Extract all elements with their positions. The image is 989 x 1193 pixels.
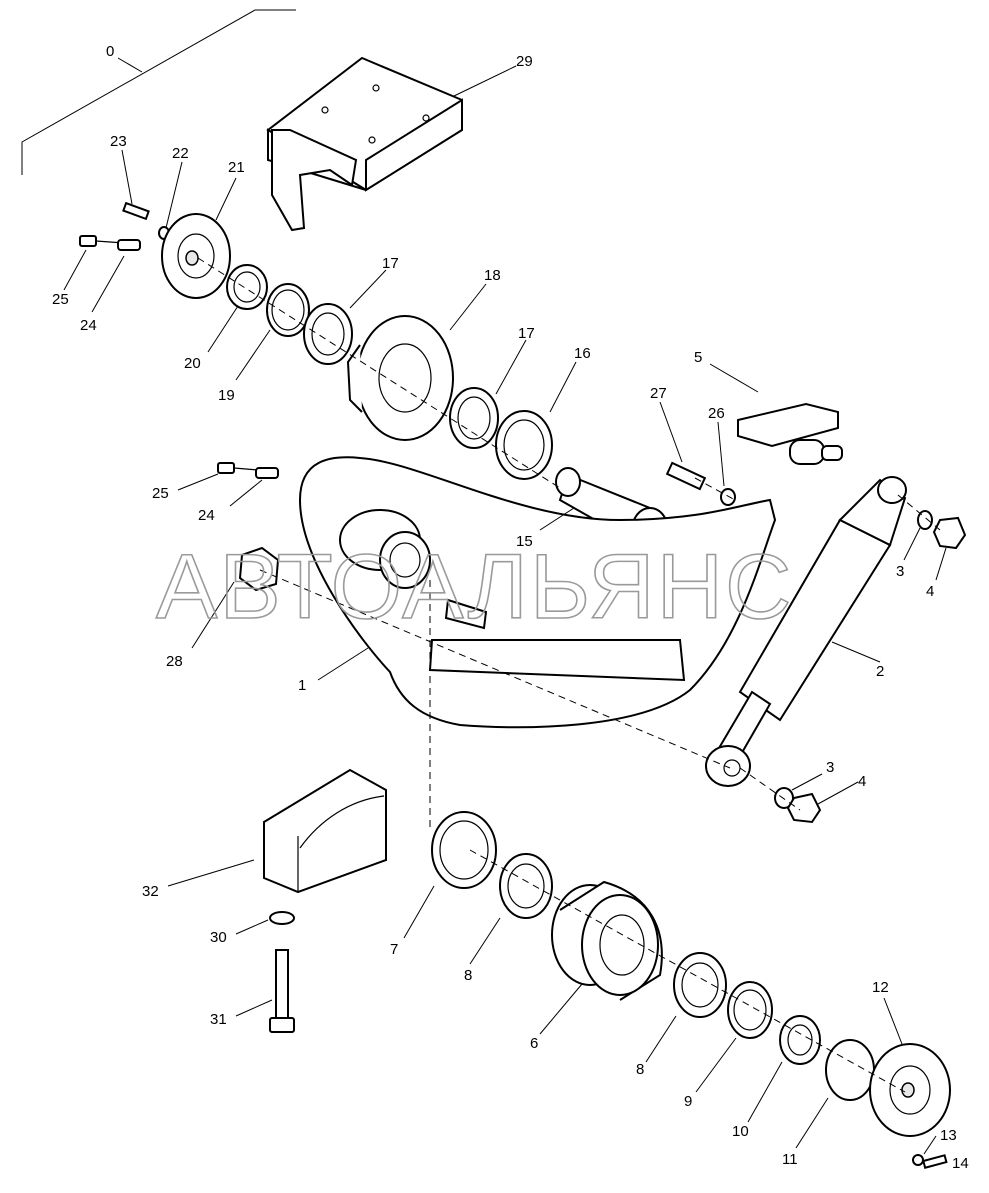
callout-4-lower: 4 (858, 773, 866, 790)
callout-4-upper: 4 (926, 583, 934, 600)
callout-28: 28 (166, 653, 183, 670)
part-6-roller (551, 880, 663, 1001)
part-11-snap-ring (825, 1039, 875, 1101)
part-4-nut-lower (786, 792, 822, 824)
part-25-grease-fitting-lower (217, 462, 259, 474)
callout-25-lower: 25 (152, 485, 169, 502)
part-5-pivot-bracket (737, 402, 843, 465)
part-24-fitting-upper (117, 239, 141, 251)
part-24-fitting-lower (255, 467, 279, 479)
callout-2: 2 (876, 663, 884, 680)
part-16-seal (495, 410, 553, 480)
callout-12: 12 (872, 979, 889, 996)
callout-9: 9 (684, 1093, 692, 1110)
callout-17-upper-b: 17 (518, 325, 535, 342)
callout-14: 14 (952, 1155, 969, 1172)
part-25-grease-fitting-upper (79, 235, 125, 247)
callout-8-b: 8 (636, 1061, 644, 1078)
part-32-clamp (263, 768, 387, 894)
assembly-axes (197, 257, 941, 1093)
callout-1: 1 (298, 677, 306, 694)
callout-18: 18 (484, 267, 501, 284)
part-2-cylinder (705, 476, 907, 787)
callout-30: 30 (210, 929, 227, 946)
callout-labels: 0 29 23 22 21 25 24 20 19 17 18 17 16 5 … (52, 43, 969, 1172)
callout-3-upper: 3 (896, 563, 904, 580)
part-28-nut (238, 546, 280, 592)
callout-24-upper: 24 (80, 317, 97, 334)
part-7-seal (431, 811, 497, 889)
part-14-bolt (922, 1154, 948, 1169)
part-27-bolt (665, 461, 707, 491)
callout-24-lower: 24 (198, 507, 215, 524)
part-29-mounting-bracket (266, 56, 463, 232)
callout-5: 5 (694, 349, 702, 366)
callout-6: 6 (530, 1035, 538, 1052)
callout-31: 31 (210, 1011, 227, 1028)
callout-8-a: 8 (464, 967, 472, 984)
callout-19: 19 (218, 387, 235, 404)
assembly-bracket (21, 9, 296, 175)
part-8-bearing-b (673, 952, 727, 1018)
part-1-swing-arm (298, 456, 777, 729)
leader-lines (63, 57, 947, 1155)
callout-25-upper: 25 (52, 291, 69, 308)
part-23-bolt (122, 201, 150, 221)
callout-32: 32 (142, 883, 159, 900)
part-8-bearing-a (499, 853, 553, 919)
part-26-washer (720, 488, 736, 506)
callout-17-upper-a: 17 (382, 255, 399, 272)
callout-20: 20 (184, 355, 201, 372)
callout-3-lower: 3 (826, 759, 834, 776)
callout-10: 10 (732, 1123, 749, 1140)
callout-16: 16 (574, 345, 591, 362)
part-31-bolt (269, 949, 295, 1033)
part-9-shim (727, 981, 773, 1039)
part-19-shim (266, 283, 310, 337)
part-20-spacer-ring (226, 264, 268, 310)
callout-21: 21 (228, 159, 245, 176)
part-4-nut-upper (932, 516, 967, 550)
part-13-washer (912, 1154, 924, 1166)
part-17-bearing-upper-b (449, 387, 499, 449)
callout-15: 15 (516, 533, 533, 550)
callout-23: 23 (110, 133, 127, 150)
callout-7: 7 (390, 941, 398, 958)
callout-27: 27 (650, 385, 667, 402)
part-12-end-cap (869, 1043, 951, 1137)
watermark-text: АВТОАЛЬЯНС (156, 536, 794, 638)
callout-29: 29 (516, 53, 533, 70)
part-10-nut (779, 1015, 821, 1065)
part-3-washer-upper (917, 510, 933, 530)
part-21-cover (161, 213, 231, 299)
part-18-hub (346, 315, 454, 441)
part-17-bearing-upper-a (303, 303, 353, 365)
callout-0: 0 (106, 43, 114, 60)
callout-13: 13 (940, 1127, 957, 1144)
callout-26: 26 (708, 405, 725, 422)
part-30-washer (269, 911, 295, 925)
callout-11: 11 (782, 1151, 798, 1168)
callout-22: 22 (172, 145, 189, 162)
